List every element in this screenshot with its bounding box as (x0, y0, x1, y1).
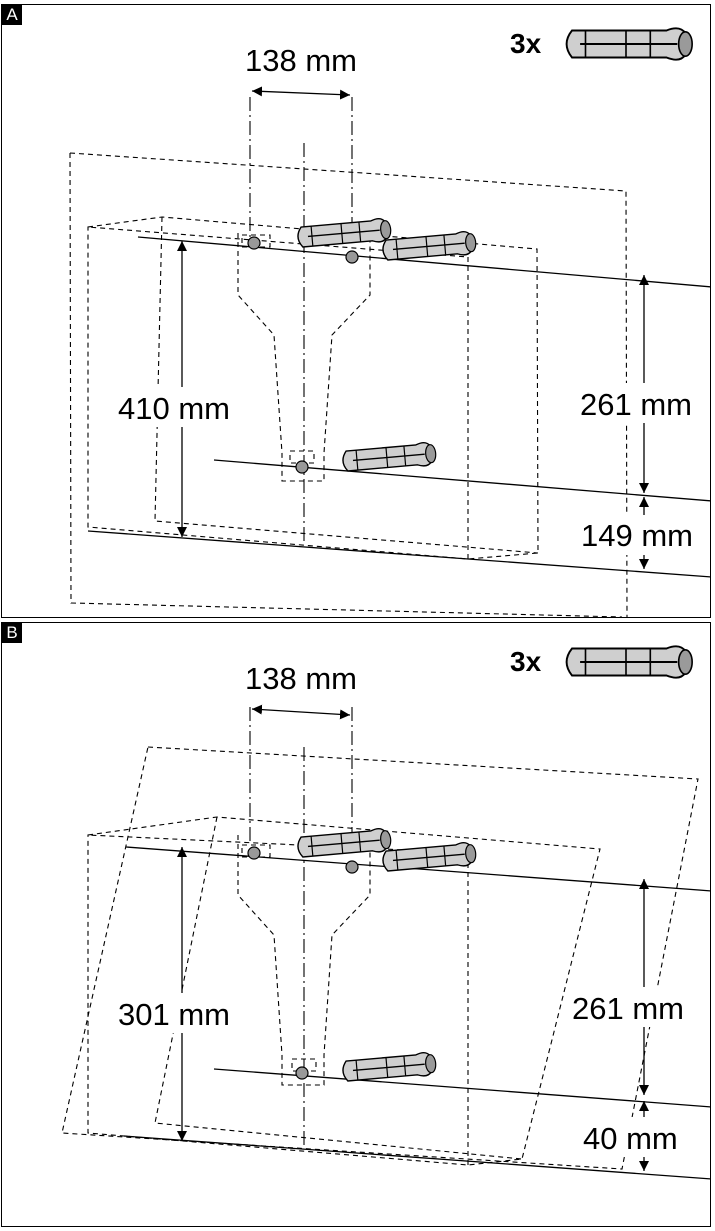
dimension-138-label: 138 mm (245, 661, 357, 696)
panel-a: A 138 mm (1, 4, 711, 618)
panel-label: B (2, 623, 22, 643)
quantity-label: 3x (510, 646, 542, 677)
label-bg (579, 1117, 692, 1157)
wall-line-middle (213, 1068, 710, 1108)
screw-hole-bottom (291, 1058, 317, 1080)
panel-b: B 138 mm (1, 622, 711, 1227)
outer-outline (61, 746, 699, 1170)
inner-box (87, 816, 601, 1166)
label-bg (115, 993, 251, 1033)
screw-hole-top-right (345, 250, 359, 264)
dimension-right-upper-label: 261 mm (580, 387, 692, 422)
wall-plug-icon (565, 645, 694, 679)
wall-plug-icon (565, 27, 694, 61)
dimension-left-label: 410 mm (118, 391, 230, 426)
label-bg (115, 387, 251, 427)
wall-plug-icon (341, 1050, 438, 1084)
dimension-138-arrow (251, 86, 351, 100)
dimension-right-lower-label: 149 mm (581, 518, 693, 553)
outer-outline (69, 152, 628, 617)
dimension-right-lower-label: 40 mm (583, 1121, 678, 1156)
dimension-left-label: 301 mm (118, 997, 230, 1032)
screw-hole-top-right (345, 860, 359, 874)
dimension-right-upper-label: 261 mm (572, 991, 684, 1026)
wall-plug-icon (341, 440, 438, 474)
wall-line-top (125, 846, 710, 892)
label-bg (579, 515, 710, 555)
screw-hole-bottom (289, 450, 315, 474)
template-outline (237, 233, 371, 482)
wall-plug-icon (381, 840, 478, 874)
wall-plug-icon (381, 229, 478, 263)
label-bg (578, 383, 710, 423)
wall-plug-icon (296, 216, 393, 250)
dimension-138-arrow (251, 704, 351, 720)
screw-hole-top-left (241, 844, 271, 860)
wall-line-bottom (123, 1135, 710, 1180)
wall-plug-icon (296, 826, 393, 860)
screw-hole-top-left (241, 234, 271, 250)
panel-label: A (2, 5, 22, 25)
label-bg (570, 987, 710, 1027)
inner-box (87, 216, 539, 560)
quantity-label: 3x (510, 28, 542, 59)
diagram-a: 138 mm 410 mm 261 mm 149 mm 3x (69, 27, 710, 617)
wall-line-middle (213, 459, 710, 502)
wall-line-bottom (87, 530, 710, 578)
dimension-138-label: 138 mm (245, 43, 357, 78)
diagram-b: 138 mm 301 mm 261 mm 40 mm 3x (61, 645, 710, 1180)
wall-line-top (137, 236, 710, 288)
